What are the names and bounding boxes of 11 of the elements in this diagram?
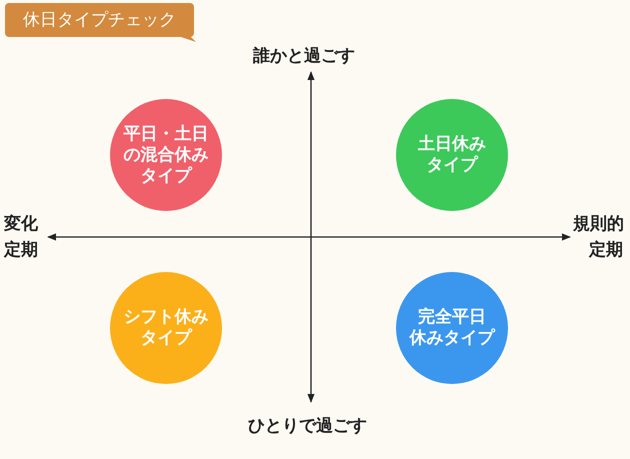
axis-label: 定期 (589, 239, 623, 261)
title-tag: 休日タイプチェック (5, 3, 194, 37)
type-label: 完全平日休みタイプ (410, 307, 494, 349)
axis-label: 誰かと過ごす (253, 45, 355, 67)
axis-label: 変化 (4, 213, 38, 235)
type-label: 土日休みタイプ (418, 134, 486, 176)
axis-label: 定期 (4, 239, 38, 261)
axis-label: ひとりで過ごす (248, 415, 367, 437)
type-label: シフト休みタイプ (124, 307, 208, 349)
axis-label: 規則的 (573, 213, 624, 235)
type-label: 平日・土日の混合休みタイプ (124, 124, 208, 186)
